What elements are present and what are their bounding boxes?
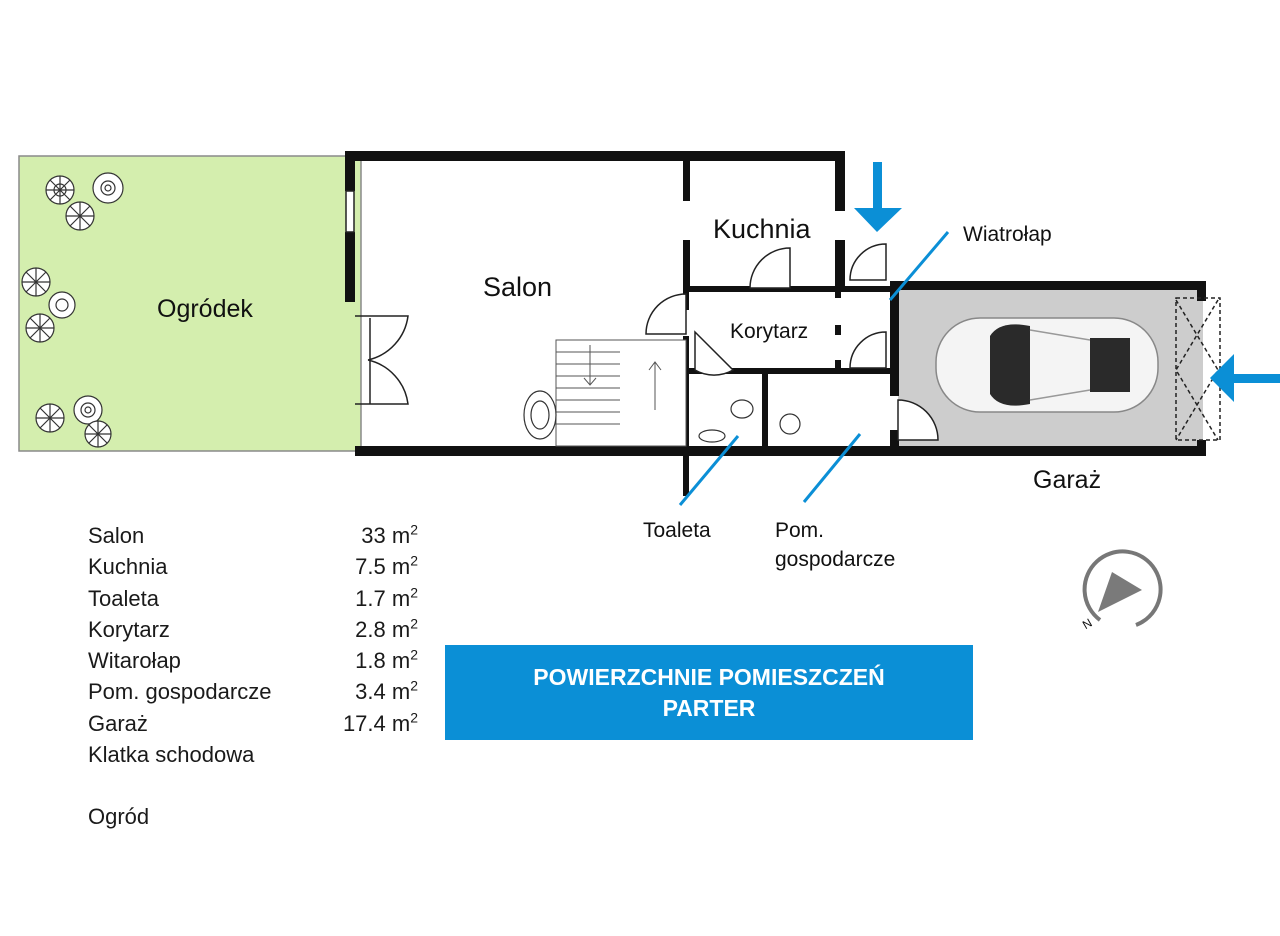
- entry-arrow-top-icon: [854, 162, 902, 232]
- legend-room-name: Witarołap: [88, 648, 181, 674]
- legend-room-name: Kuchnia: [88, 554, 168, 580]
- room-label-garaz: Garaż: [1033, 466, 1101, 494]
- legend-row: Witarołap 1.8 m2: [88, 645, 418, 676]
- banner-title-line2: PARTER: [662, 694, 756, 721]
- staircase: [555, 339, 687, 447]
- legend-room-area: 2.8 m2: [355, 615, 418, 642]
- legend-row: Garaż 17.4 m2: [88, 708, 418, 739]
- sink-icon: [698, 429, 726, 443]
- toilet-icon: [730, 399, 754, 419]
- legend-row: Toaleta 1.7 m2: [88, 583, 418, 614]
- legend-room-name: Klatka schodowa: [88, 742, 255, 768]
- compass-north-label: N: [1080, 616, 1095, 632]
- banner-title-line1: POWIERZCHNIE POMIESZCZEŃ: [533, 663, 885, 690]
- legend-row: Salon 33 m2: [88, 520, 418, 551]
- drain-icon: [779, 413, 801, 435]
- legend-row: Korytarz 2.8 m2: [88, 614, 418, 645]
- callout-pom-line2: gospodarcze: [775, 548, 895, 571]
- callout-wiatrolap: Wiatrołap: [963, 223, 1052, 246]
- legend-room-area: 1.8 m2: [355, 646, 418, 674]
- legend-room-name: Toaleta: [88, 585, 159, 611]
- compass-icon: N: [1080, 549, 1163, 632]
- legend-room-name: Salon: [88, 523, 145, 548]
- room-label-salon: Salon: [483, 272, 552, 302]
- room-label-kuchnia: Kuchnia: [713, 214, 812, 244]
- legend-room-area: 1.7 m2: [355, 584, 418, 611]
- openings: [345, 190, 1221, 441]
- legend-room-name: Korytarz: [88, 616, 170, 642]
- legend-room-area: 17.4 m2: [342, 709, 418, 736]
- legend-row: Klatka schodowa: [88, 739, 418, 770]
- area-legend: Salon 33 m2 Kuchnia 7.5 m2 Toaleta 1.7 m2 Kory…: [88, 520, 418, 833]
- legend-room-area: 3.4 m2: [355, 678, 418, 705]
- legend-garden: Ogród: [88, 804, 150, 830]
- callout-toaleta: Toaleta: [643, 519, 711, 542]
- room-label-ogrodek: Ogródek: [157, 295, 253, 323]
- legend-room-area: 33 m2: [361, 521, 418, 548]
- legend-room-name: Garaż: [88, 710, 148, 736]
- legend-room-area: 7.5 m2: [355, 552, 418, 580]
- legend-room-name: Pom. gospodarcze: [88, 679, 272, 705]
- legend-row: Pom. gospodarcze 3.4 m2: [88, 676, 418, 707]
- legend-row: Kuchnia 7.5 m2: [88, 551, 418, 582]
- floor-plan: Ogródek Salon Kuchnia Korytarz Garaż Wia…: [18, 151, 1280, 632]
- room-label-korytarz: Korytarz: [730, 320, 808, 343]
- fixtures: [523, 390, 801, 443]
- callout-pom-line1: Pom.: [775, 519, 824, 542]
- callout-lines: [678, 231, 950, 506]
- car-icon: [935, 317, 1159, 413]
- title-banner: POWIERZCHNIE POMIESZCZEŃ PARTER: [445, 645, 973, 740]
- entry-arrow-right-icon: [1210, 354, 1280, 402]
- plant-icons: [21, 172, 124, 448]
